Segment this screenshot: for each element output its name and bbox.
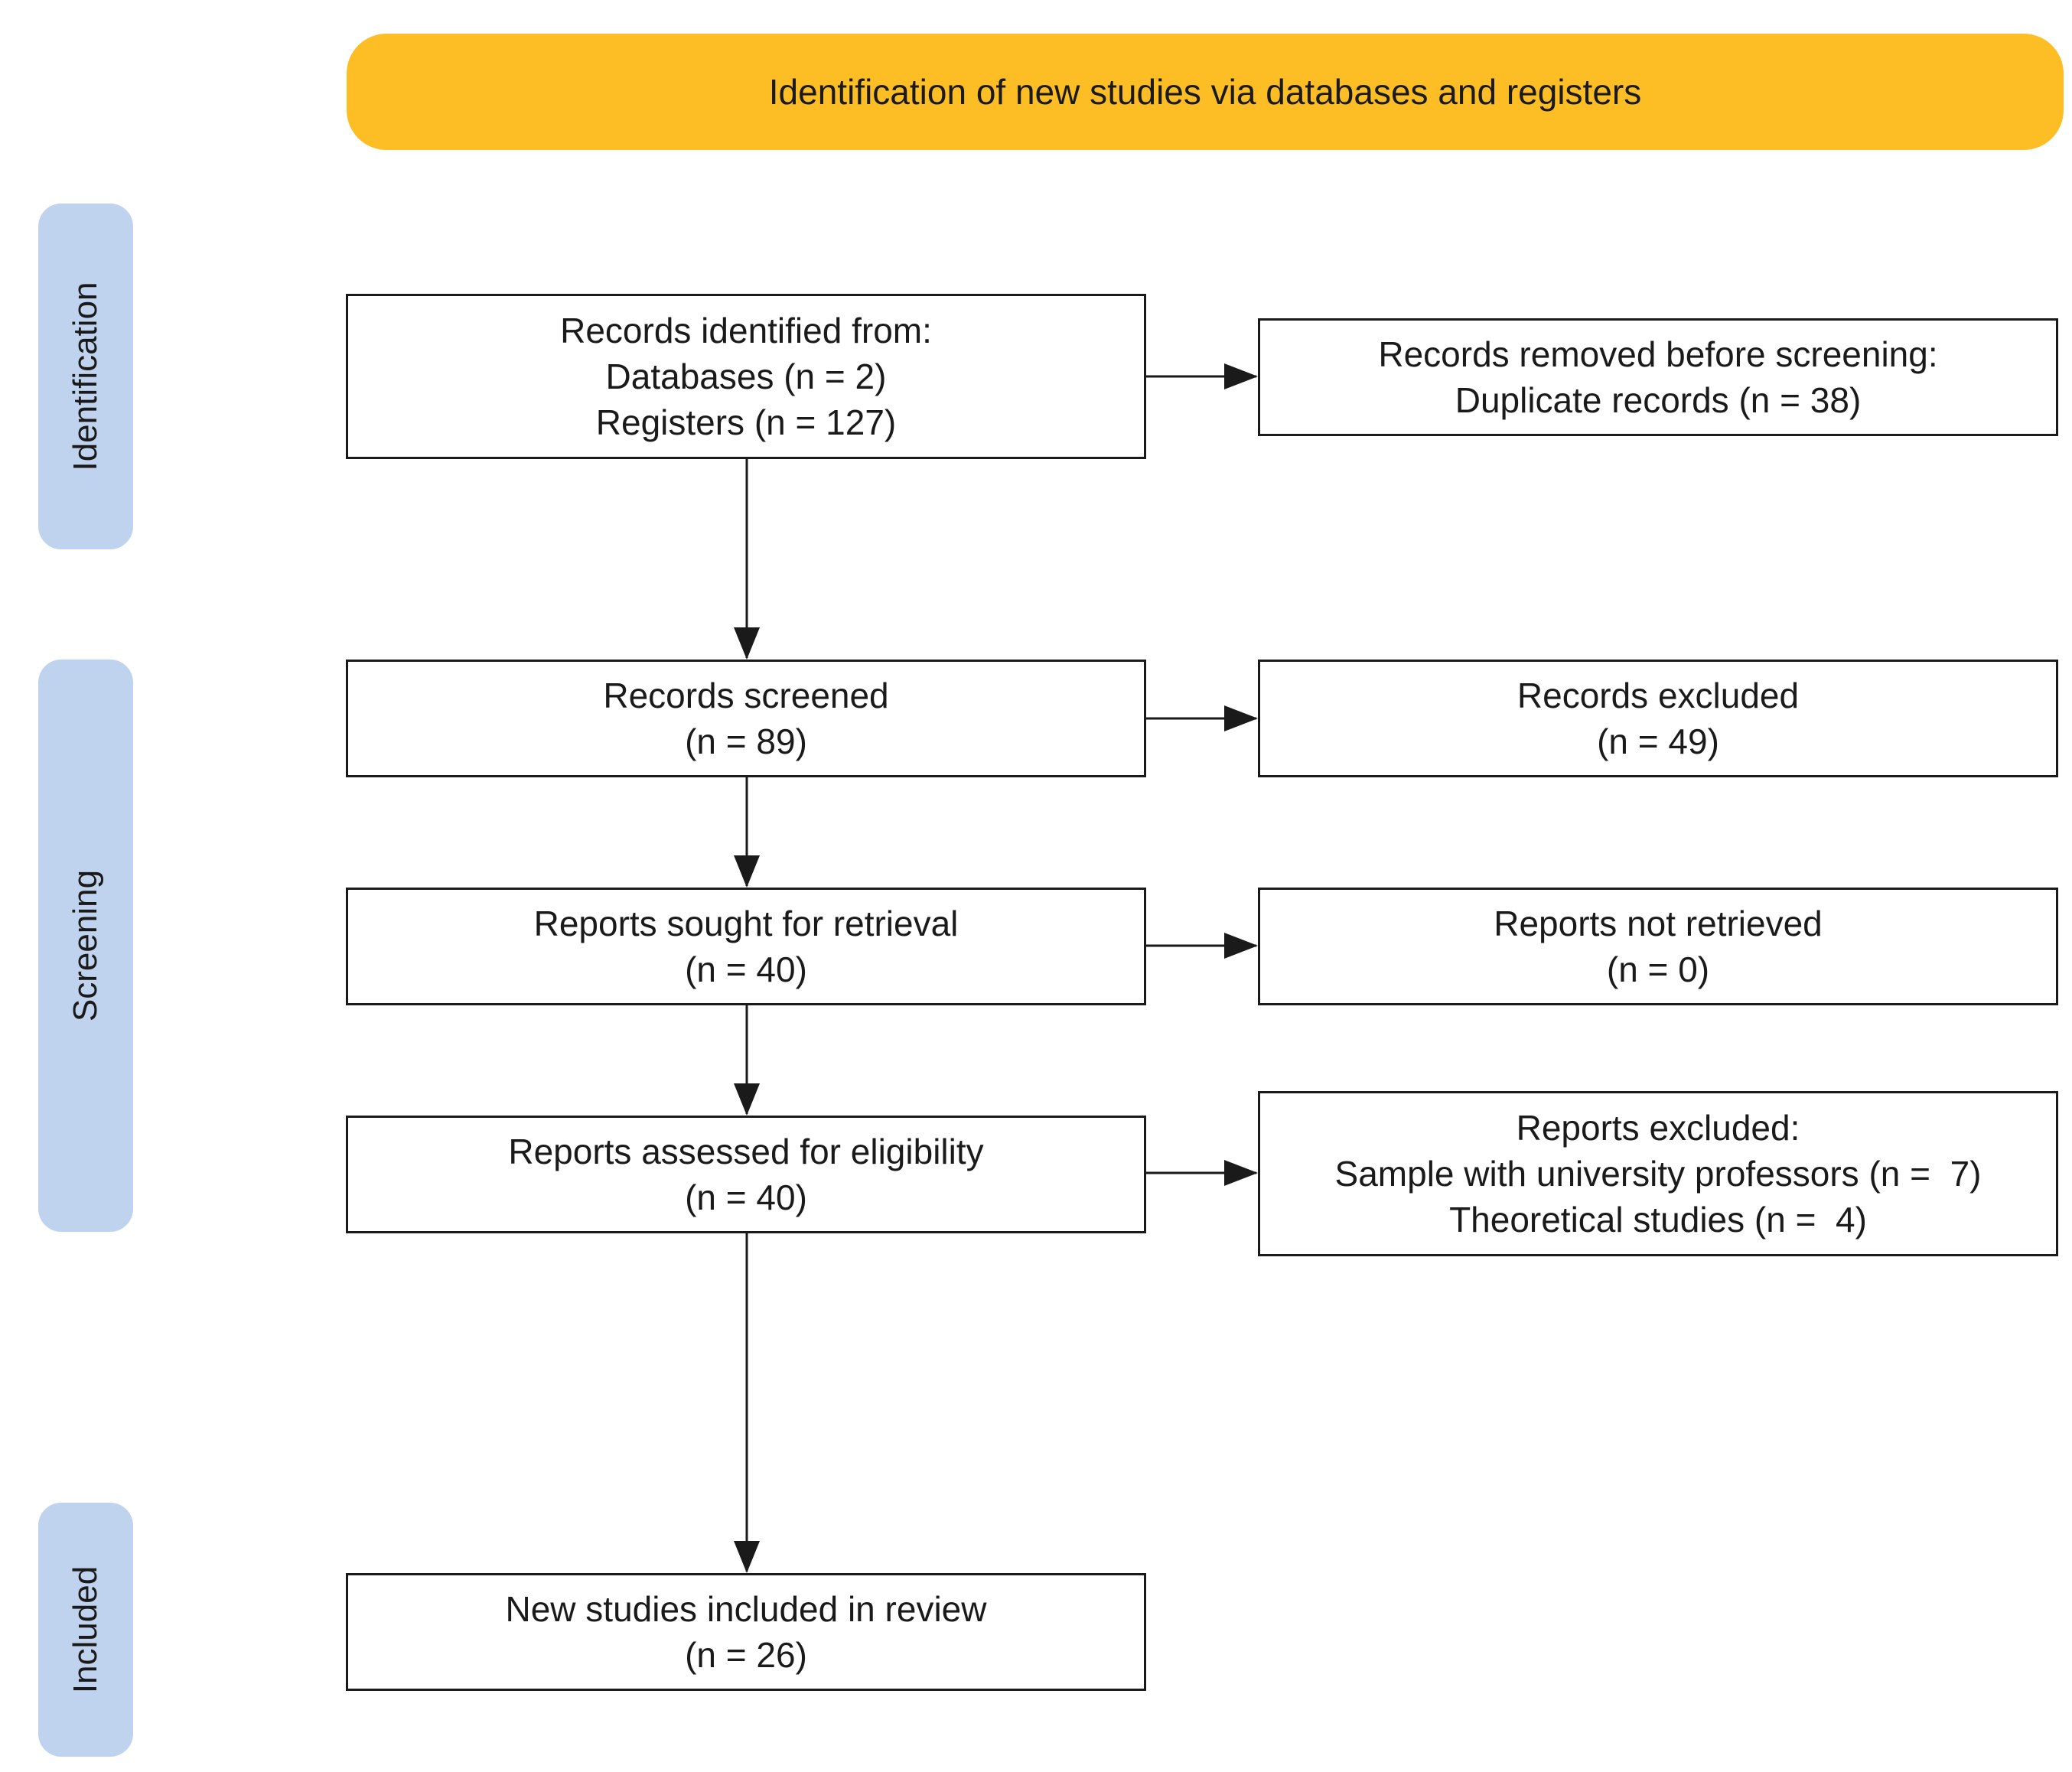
box-line: Duplicate records (n = 38) xyxy=(1455,380,1862,420)
box-line: Databases (n = 2) xyxy=(605,357,887,396)
box-reports-assessed: Reports assessed for eligibility (n = 40… xyxy=(346,1116,1146,1233)
box-line: Sample with university professors (n = 7… xyxy=(1334,1154,1982,1194)
arrowhead-assessed-to-included xyxy=(734,1541,760,1573)
box-line: (n = 40) xyxy=(685,950,807,989)
box-line: Registers (n = 127) xyxy=(595,402,897,442)
box-reports-sought: Reports sought for retrieval (n = 40) xyxy=(346,888,1146,1005)
box-records-removed: Records removed before screening: Duplic… xyxy=(1258,318,2058,436)
phase-included-label: Included xyxy=(67,1565,104,1694)
box-line: (n = 0) xyxy=(1606,950,1710,989)
arrowhead-sought-to-assessed xyxy=(734,1083,760,1116)
box-line: Reports excluded: xyxy=(1516,1108,1800,1148)
phase-identification-label: Identification xyxy=(67,282,104,471)
arrowhead-identified-to-removed xyxy=(1224,363,1258,389)
box-line: Records identified from: xyxy=(560,311,932,350)
header-title: Identification of new studies via databa… xyxy=(768,72,1642,112)
phase-identification: Identification xyxy=(38,204,133,549)
box-records-excluded: Records excluded (n = 49) xyxy=(1258,660,2058,777)
header-banner: Identification of new studies via databa… xyxy=(347,34,2064,150)
phase-screening-label: Screening xyxy=(67,869,104,1022)
box-line: Records screened xyxy=(603,676,889,715)
box-line: (n = 89) xyxy=(685,722,807,761)
phase-included: Included xyxy=(38,1503,133,1757)
box-line: Records excluded xyxy=(1517,676,1800,715)
box-studies-included: New studies included in review (n = 26) xyxy=(346,1573,1146,1691)
box-line: (n = 49) xyxy=(1597,722,1719,761)
box-line: Theoretical studies (n = 4) xyxy=(1449,1200,1867,1239)
box-line: Reports sought for retrieval xyxy=(533,904,959,943)
box-records-identified: Records identified from: Databases (n = … xyxy=(346,294,1146,459)
box-line: Reports not retrieved xyxy=(1494,904,1823,943)
arrowhead-sought-to-not-retrieved xyxy=(1224,933,1258,959)
box-line: Reports assessed for eligibility xyxy=(508,1132,984,1171)
box-line: New studies included in review xyxy=(505,1589,987,1629)
box-line: (n = 40) xyxy=(685,1178,807,1217)
box-records-screened: Records screened (n = 89) xyxy=(346,660,1146,777)
phase-screening: Screening xyxy=(38,660,133,1232)
box-reports-excluded: Reports excluded: Sample with university… xyxy=(1258,1091,2058,1256)
arrowhead-assessed-to-reports-excluded xyxy=(1224,1160,1258,1186)
box-line: (n = 26) xyxy=(685,1635,807,1675)
box-reports-not-retrieved: Reports not retrieved (n = 0) xyxy=(1258,888,2058,1005)
arrowhead-screened-to-excluded xyxy=(1224,705,1258,731)
arrowhead-identified-to-screened xyxy=(734,627,760,660)
arrowhead-screened-to-sought xyxy=(734,855,760,888)
box-line: Records removed before screening: xyxy=(1378,334,1938,374)
